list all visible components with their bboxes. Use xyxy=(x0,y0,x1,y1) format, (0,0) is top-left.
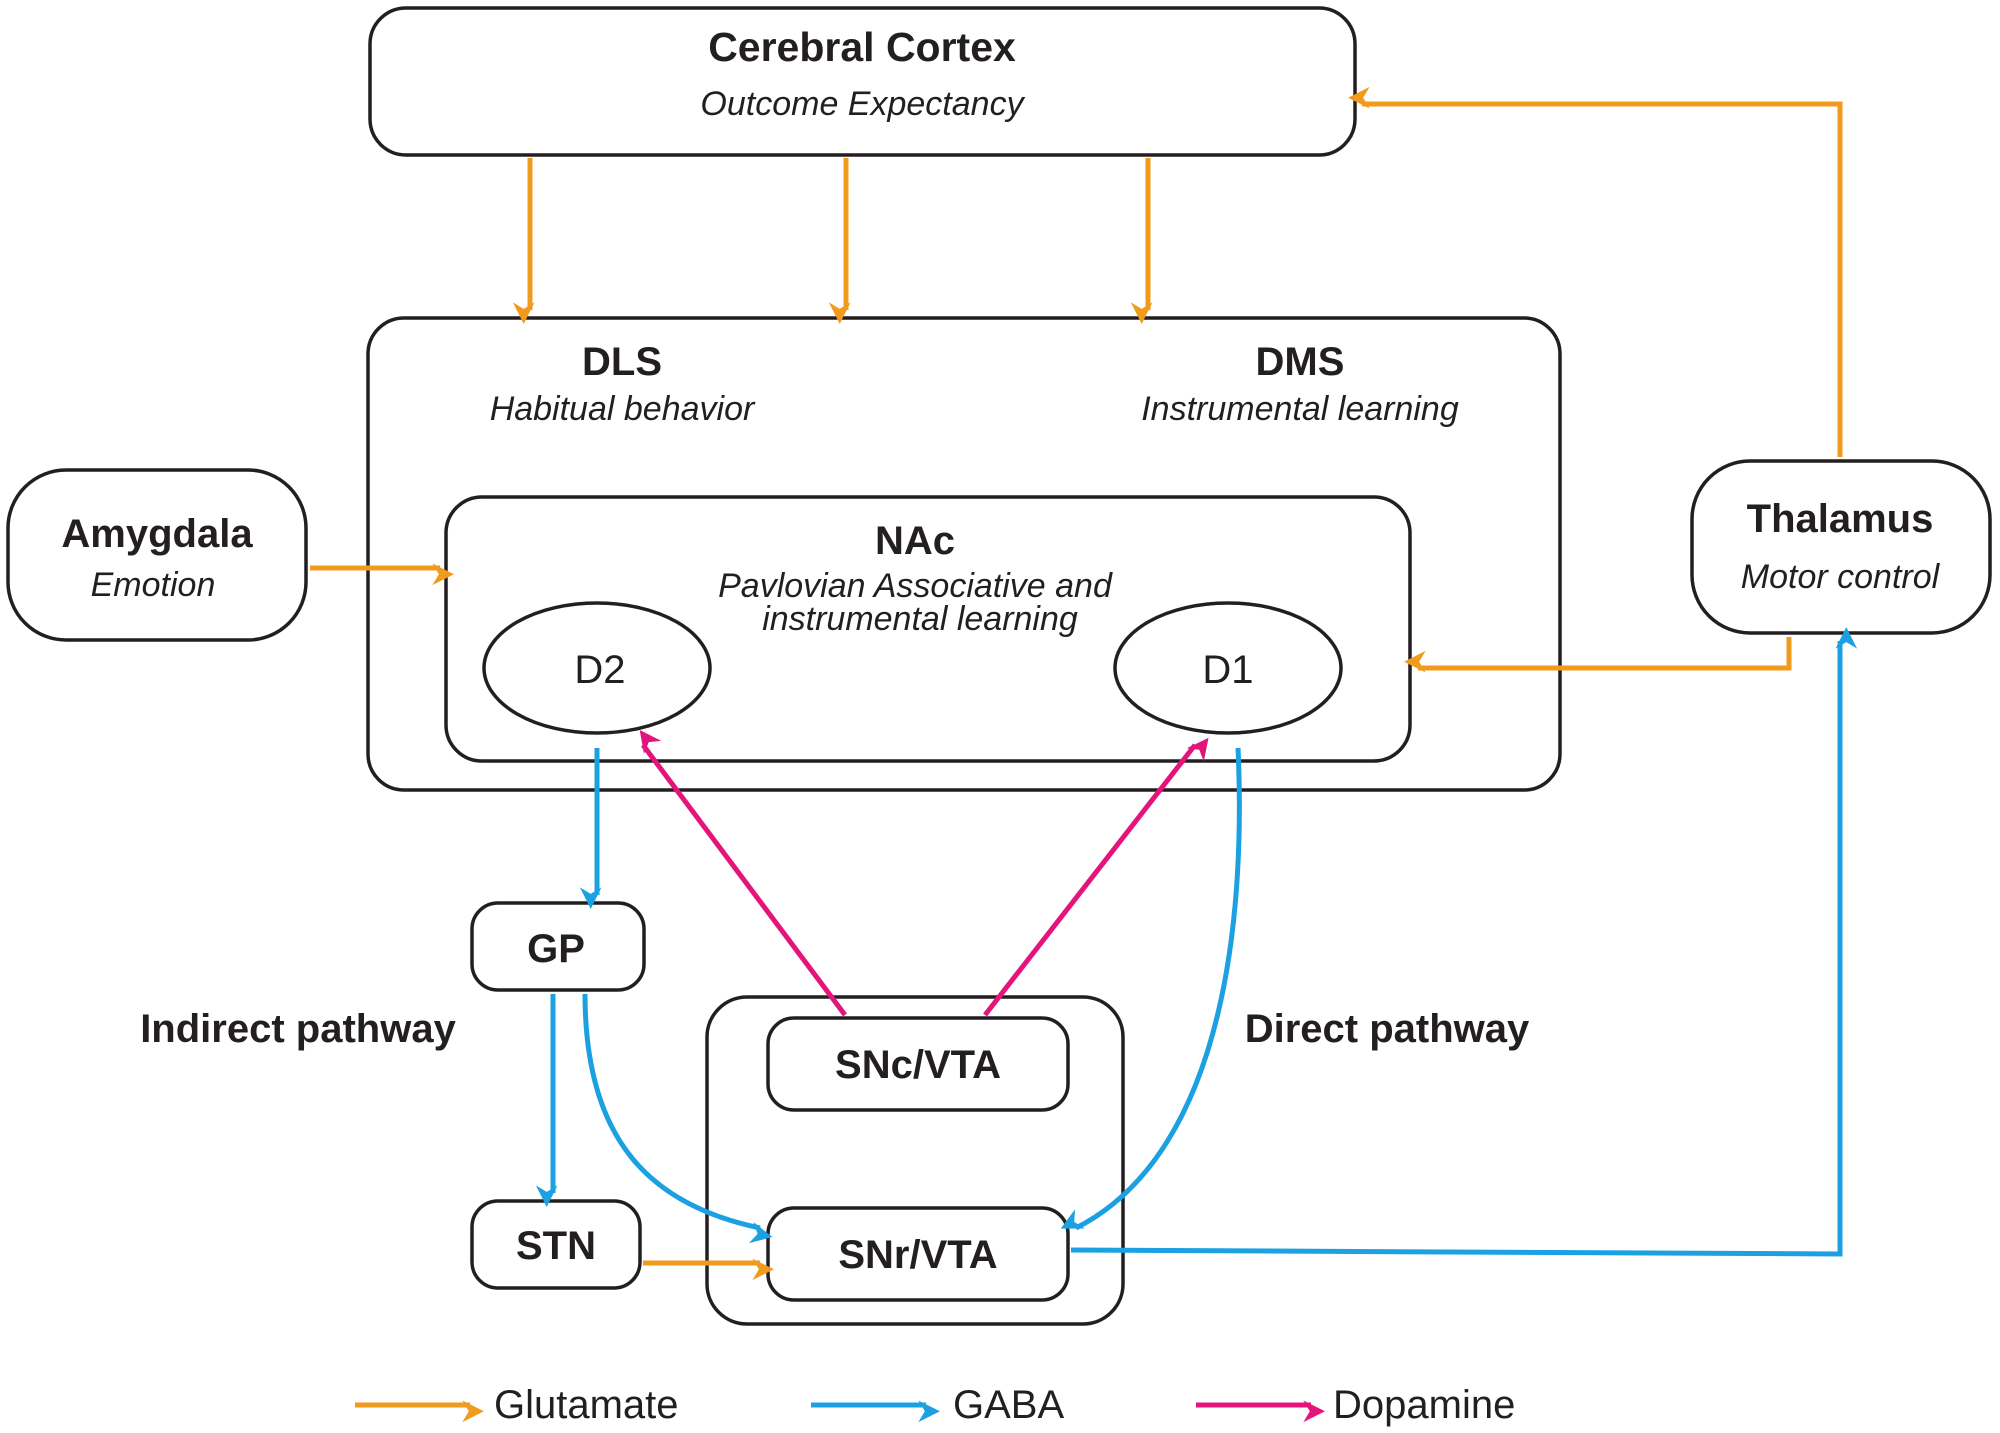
indirect-pathway-label: Indirect pathway xyxy=(140,1007,456,1051)
nac-title: NAc xyxy=(875,519,955,563)
amygdala-box xyxy=(6,468,308,642)
gp-box xyxy=(470,901,646,992)
thalamus-subtitle: Motor control xyxy=(1741,558,1941,596)
dls-title: DLS xyxy=(582,340,662,384)
thalamus-to-striatum-arrow xyxy=(1404,637,1792,673)
amygdala-subtitle: Emotion xyxy=(91,566,216,604)
snc-to-d2-arrow xyxy=(639,730,848,1017)
nac-subtitle-line1: Pavlovian Associative and xyxy=(718,567,1113,605)
nac-subtitle-line2: instrumental learning xyxy=(762,600,1078,638)
legend-gaba-label: GABA xyxy=(953,1383,1064,1427)
direct-pathway-label: Direct pathway xyxy=(1245,1007,1530,1051)
thalamus-box xyxy=(1690,459,1992,635)
snr-vta-label: SNr/VTA xyxy=(838,1233,997,1277)
d1-to-snr-arrow xyxy=(1060,747,1242,1231)
legend-dopamine-label: Dopamine xyxy=(1333,1383,1515,1427)
d2-label: D2 xyxy=(574,648,625,692)
d1-ellipse xyxy=(1113,601,1343,735)
stn-label: STN xyxy=(516,1224,596,1268)
cortex-title: Cerebral Cortex xyxy=(708,24,1016,70)
thalamus-title: Thalamus xyxy=(1747,497,1934,541)
dms-subtitle: Instrumental learning xyxy=(1141,390,1459,428)
snc-vta-label: SNc/VTA xyxy=(835,1043,1001,1087)
snc-to-d1-arrow xyxy=(983,737,1209,1017)
legend: Glutamate GABA Dopamine xyxy=(355,1383,1515,1427)
legend-glutamate-label: Glutamate xyxy=(494,1383,679,1427)
amygdala-title: Amygdala xyxy=(61,512,253,556)
thalamus-to-cortex-arrow xyxy=(1348,86,1843,457)
cortex-subtitle: Outcome Expectancy xyxy=(700,85,1025,123)
snr-vta-box xyxy=(766,1206,1070,1302)
gp-label: GP xyxy=(527,927,585,971)
cerebral-cortex-box xyxy=(368,6,1357,157)
dms-title: DMS xyxy=(1256,340,1345,384)
snr-to-thalamus-arrow xyxy=(1070,627,1858,1257)
snc-vta-box xyxy=(766,1016,1070,1112)
d1-label: D1 xyxy=(1202,648,1253,692)
d2-ellipse xyxy=(482,601,712,735)
gp-to-snr-arrow xyxy=(582,993,773,1244)
dls-subtitle: Habitual behavior xyxy=(490,390,756,428)
